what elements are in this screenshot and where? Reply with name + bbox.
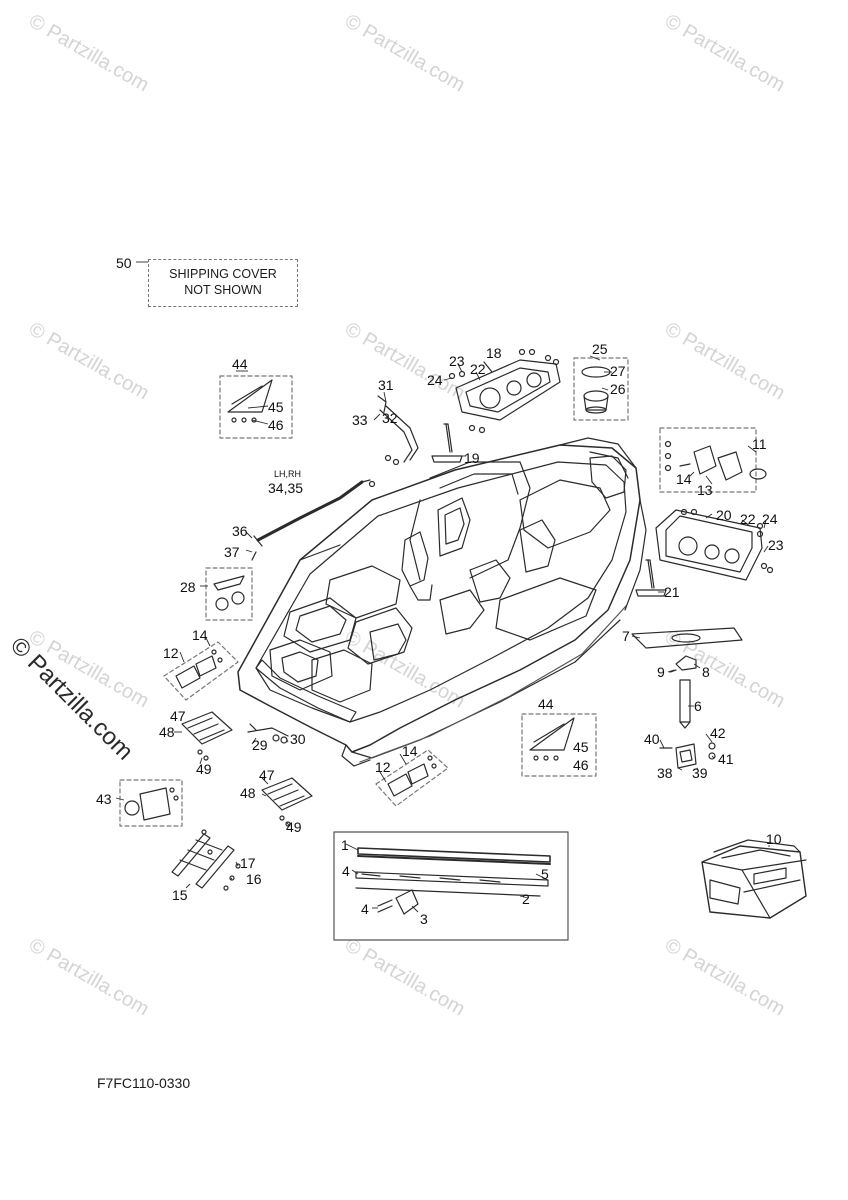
callout-45: 45 — [268, 399, 284, 415]
callout-49-lower: 49 — [286, 819, 302, 835]
callout-16: 16 — [246, 871, 262, 887]
callout-37: 37 — [224, 544, 240, 560]
part-31-handle — [377, 395, 419, 466]
callout-48-lower: 48 — [240, 785, 256, 801]
callout-43: 43 — [96, 791, 112, 807]
callout-27: 27 — [610, 363, 626, 379]
callout-40: 40 — [644, 731, 660, 747]
callout-38: 38 — [657, 765, 673, 781]
callout-19: 19 — [464, 450, 480, 466]
part-12-hinge-lower — [375, 749, 449, 807]
part-6-tube — [679, 679, 691, 729]
part-11-hinges — [659, 427, 767, 493]
callout-1: 1 — [341, 837, 349, 853]
callout-47-upper: 47 — [170, 708, 186, 724]
callout-49-upper: 49 — [196, 761, 212, 777]
part-15-ladder — [171, 829, 241, 891]
callout-28: 28 — [180, 579, 196, 595]
callout-42: 42 — [710, 725, 726, 741]
callout-29: 29 — [252, 737, 268, 753]
callout-44: 44 — [232, 356, 248, 372]
part-19-post — [431, 423, 463, 463]
callout-32: 32 — [382, 410, 398, 426]
callout-2: 2 — [522, 891, 530, 907]
callout-18: 18 — [486, 345, 502, 361]
part-rubrail-box — [333, 831, 569, 941]
callout-7: 7 — [622, 628, 630, 644]
part-47-step-upper — [181, 711, 233, 761]
callout-50: 50 — [116, 255, 132, 271]
part-10-cooler — [701, 839, 807, 919]
callout-4-upper: 4 — [342, 863, 350, 879]
callout-3: 3 — [420, 911, 428, 927]
part-20-panel — [655, 508, 774, 581]
part-44-lower — [521, 713, 597, 777]
callout-14-lower: 14 — [402, 743, 418, 759]
callout-45-lower: 45 — [573, 739, 589, 755]
callout-22-right: 22 — [740, 511, 756, 527]
callout-31: 31 — [378, 377, 394, 393]
callout-8: 8 — [702, 664, 710, 680]
callout-21: 21 — [664, 584, 680, 600]
part-12-hinge-upper — [163, 641, 239, 701]
part-34-rod — [251, 479, 376, 561]
part-28-cleat — [205, 567, 253, 621]
shipping-cover-note: SHIPPING COVER NOT SHOWN — [148, 259, 298, 307]
callout-39: 39 — [692, 765, 708, 781]
callout-17: 17 — [240, 855, 256, 871]
callout-44-lower: 44 — [538, 696, 554, 712]
callout-23-right: 23 — [768, 537, 784, 553]
callout-5: 5 — [541, 866, 549, 882]
callout-24-right: 24 — [762, 511, 778, 527]
callout-36: 36 — [232, 523, 248, 539]
callout-15: 15 — [172, 887, 188, 903]
callout-22: 22 — [470, 361, 486, 377]
part-47-step-lower — [261, 777, 313, 827]
callout-14: 14 — [676, 471, 692, 487]
callout-25: 25 — [592, 341, 608, 357]
callout-14-left: 14 — [192, 627, 208, 643]
boat-hull — [237, 437, 647, 767]
callout-20: 20 — [716, 507, 732, 523]
callout-23: 23 — [449, 353, 465, 369]
callout-24: 24 — [427, 372, 443, 388]
part-38-fitting — [659, 742, 716, 769]
drawing-number: F7FC110-0330 — [97, 1075, 191, 1091]
callout-4-lower: 4 — [361, 901, 369, 917]
callout-30: 30 — [290, 731, 306, 747]
callout-41: 41 — [718, 751, 734, 767]
callout-6: 6 — [694, 698, 702, 714]
callout-12-left: 12 — [163, 645, 179, 661]
note-line-1: SHIPPING COVER — [169, 267, 277, 281]
note-line-2: NOT SHOWN — [184, 283, 262, 297]
callout-lh-rh: LH,RH — [274, 469, 302, 479]
callout-33: 33 — [352, 412, 368, 428]
callout-46-lower: 46 — [573, 757, 589, 773]
part-8-clip — [669, 655, 697, 673]
callout-34-35: 34,35 — [268, 480, 304, 496]
callout-47-lower: 47 — [259, 767, 275, 783]
callout-9: 9 — [657, 664, 665, 680]
callout-48-upper: 48 — [159, 724, 175, 740]
part-7-plate — [631, 627, 743, 649]
callout-13: 13 — [697, 482, 713, 498]
callout-12-lower: 12 — [375, 759, 391, 775]
callout-46: 46 — [268, 417, 284, 433]
callout-26: 26 — [610, 381, 626, 397]
part-21-post — [635, 559, 667, 597]
callout-10: 10 — [766, 831, 782, 847]
part-43-plate — [119, 779, 183, 827]
callout-11: 11 — [752, 436, 767, 452]
part-18-panel — [448, 348, 561, 434]
